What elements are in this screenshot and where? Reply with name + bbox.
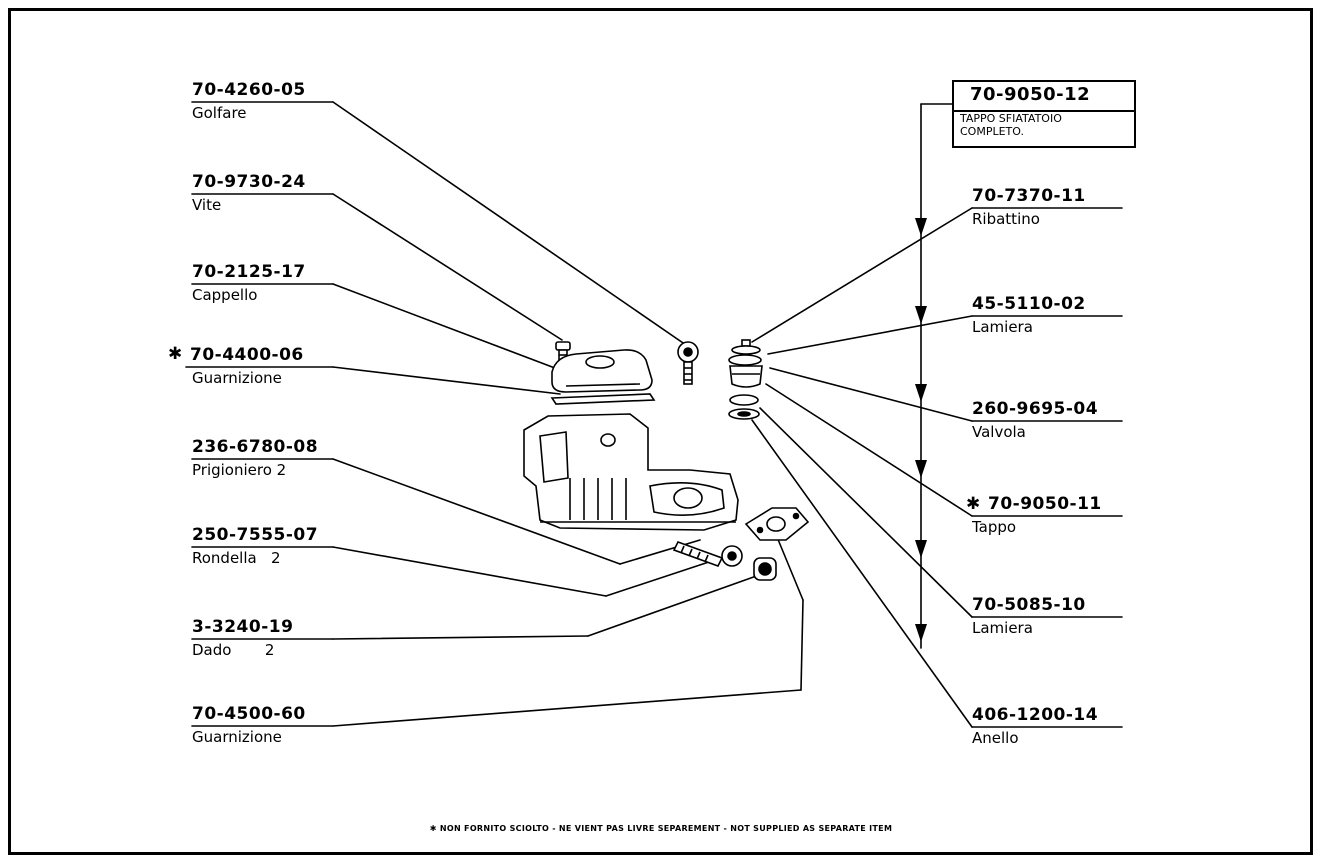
flange-gasket-part	[744, 507, 810, 541]
part-number-label: 70-2125-17	[192, 262, 306, 282]
leader-line	[332, 689, 802, 727]
part-description-label: Tappo	[972, 518, 1017, 536]
part-number-label: 70-4500-60	[192, 704, 306, 724]
assembly-description-line2: COMPLETO.	[960, 125, 1024, 138]
leader-line	[332, 283, 577, 377]
part-number-label: 70-9050-11	[988, 494, 1102, 514]
part-number-label: 250-7555-07	[192, 525, 319, 545]
part-number-label: 70-4260-05	[192, 80, 306, 100]
not-supplied-marker: ✱	[168, 344, 183, 364]
washer-part	[721, 545, 743, 567]
part-description-label: Lamiera	[972, 619, 1033, 637]
part-number-label: 406-1200-14	[972, 705, 1099, 725]
leader-line	[332, 101, 687, 346]
part-number-label: 236-6780-08	[192, 437, 319, 457]
leader-line	[765, 383, 973, 517]
part-number-label: 70-4400-06	[190, 345, 304, 365]
eyebolt-part	[677, 341, 699, 385]
leader-line	[619, 539, 701, 565]
leader-line	[332, 635, 589, 640]
part-description-label: Ribattino	[972, 210, 1040, 228]
arrowhead	[915, 306, 927, 324]
leader-line	[800, 599, 804, 691]
part-description-label: Golfare	[192, 104, 247, 122]
leader-line	[767, 315, 973, 355]
part-description-label: Vite	[192, 196, 222, 214]
leader-line	[587, 573, 763, 637]
part-number-label: 70-7370-11	[972, 186, 1086, 206]
part-description-label: Rondella 2	[192, 549, 281, 567]
leader-line	[332, 366, 561, 395]
arrowhead	[915, 624, 927, 642]
part-illustrations	[523, 339, 810, 581]
part-number-label: 3-3240-19	[192, 617, 294, 637]
part-number-label: 70-9730-24	[192, 172, 306, 192]
part-description-label: Guarnizione	[192, 728, 282, 746]
assembly-part-number: 70-9050-12	[970, 84, 1091, 105]
cover-part	[551, 349, 653, 393]
leader-line	[759, 407, 973, 618]
box-divider	[954, 110, 1134, 112]
drawing-frame	[8, 8, 1313, 855]
breather-stack-part	[728, 339, 763, 420]
housing-part	[523, 413, 739, 531]
leader-line	[769, 367, 973, 422]
footnote: ✱ NON FORNITO SCIOLTO - NE VIENT PAS LIV…	[429, 824, 893, 833]
part-description-label: Anello	[972, 729, 1019, 747]
assembly-arrowheads	[915, 218, 927, 642]
part-number-label: 45-5110-02	[972, 294, 1086, 314]
arrowhead	[915, 218, 927, 236]
part-number-label: 260-9695-04	[972, 399, 1099, 419]
leader-line	[751, 419, 973, 728]
not-supplied-marker: ✱	[966, 494, 981, 514]
stud-part	[672, 541, 724, 567]
leader-line	[332, 546, 607, 597]
part-description-label: Prigioniero 2	[192, 461, 287, 479]
gasket-part	[550, 393, 656, 405]
part-number-label: 70-5085-10	[972, 595, 1086, 615]
part-description-label: Valvola	[972, 423, 1026, 441]
arrowhead	[915, 384, 927, 402]
assembly-description-line1: TAPPO SFIATATOIO	[960, 112, 1062, 125]
leader-line	[751, 207, 973, 343]
arrowhead	[915, 540, 927, 558]
part-description-label: Lamiera	[972, 318, 1033, 336]
nut-part	[753, 557, 777, 581]
arrowhead	[915, 460, 927, 478]
leader-line	[332, 458, 621, 565]
assembly-callout-box: 70-9050-12 TAPPO SFIATATOIO COMPLETO.	[952, 80, 1136, 148]
part-description-label: Guarnizione	[192, 369, 282, 387]
part-description-label: Dado 2	[192, 641, 275, 659]
part-description-label: Cappello	[192, 286, 258, 304]
leader-line	[332, 193, 563, 341]
